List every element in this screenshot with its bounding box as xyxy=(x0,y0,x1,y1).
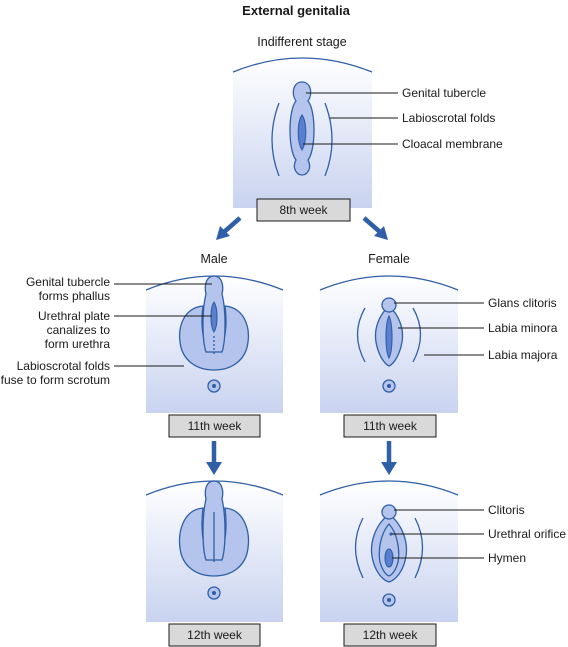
label-male-tubercle-line2: forms phallus xyxy=(39,289,110,303)
label-male-folds-line1: Labioscrotal folds xyxy=(17,359,110,373)
female-12-clitoris xyxy=(381,504,397,520)
week-box-male-11th xyxy=(168,414,261,438)
week-label-male-11th: 11th week xyxy=(188,419,243,433)
week-label-8th: 8th week xyxy=(279,203,328,217)
label-male-tubercle-line1: Genital tubercle xyxy=(26,275,110,289)
label-labia-minora: Labia minora xyxy=(488,321,558,335)
male-12th-week-panel: 12th week xyxy=(145,480,284,647)
week-box-female-11th xyxy=(343,414,437,438)
indifferent-stage-panel: Indifferent stage Genital tubercle Labio… xyxy=(232,35,503,222)
male-title: Male xyxy=(200,252,227,266)
label-male-plate-line3: form urethra xyxy=(45,337,111,351)
female-11-glans-clitoris xyxy=(381,297,397,313)
week-box-male-12th xyxy=(168,623,261,647)
diagram-title: External genitalia xyxy=(242,3,350,18)
label-hymen: Hymen xyxy=(488,551,526,565)
male-11-urethral-plate xyxy=(210,301,218,333)
female-title: Female xyxy=(368,252,410,266)
label-cloacal-membrane: Cloacal membrane xyxy=(402,137,503,151)
female-12-labia-majora-left xyxy=(354,517,364,579)
label-labioscrotal-folds: Labioscrotal folds xyxy=(402,111,495,125)
week-box-8th xyxy=(256,198,351,222)
male-11th-week-panel: Male Genital tubercle forms phallus Uret… xyxy=(1,252,284,438)
label-urethral-orifice: Urethral orifice xyxy=(488,527,566,541)
female-12-urethral-orifice xyxy=(389,532,393,536)
week-box-female-12th xyxy=(343,623,437,647)
label-male-folds-line2: fuse to form scrotum xyxy=(1,373,110,387)
arrow-to-female xyxy=(362,216,388,240)
label-clitoris: Clitoris xyxy=(488,503,525,517)
arrow-female-down xyxy=(381,441,397,475)
indifferent-stage-title: Indifferent stage xyxy=(257,35,346,49)
label-male-plate-line1: Urethral plate xyxy=(38,309,110,323)
arrow-male-down xyxy=(206,441,222,475)
female-12-hymen xyxy=(384,548,394,568)
label-labia-majora: Labia majora xyxy=(488,348,558,362)
indifferent-cloacal-membrane xyxy=(297,114,307,152)
label-glans-clitoris: Glans clitoris xyxy=(488,296,557,310)
arrow-to-male xyxy=(216,216,242,240)
female-11-labia-majora-left xyxy=(356,307,366,363)
female-12th-week-panel: Clitoris Urethral orifice Hymen 12th wee… xyxy=(319,480,566,647)
week-label-female-12th: 12th week xyxy=(363,628,419,642)
female-12-labia-majora-right xyxy=(414,517,424,579)
female-11th-week-panel: Female Glans clitoris Labia minora Labia… xyxy=(319,252,558,438)
week-label-female-11th: 11th week xyxy=(363,419,418,433)
indifferent-labioscrotal-fold-right xyxy=(324,102,333,177)
female-11-labia-majora-right xyxy=(412,307,422,363)
week-label-male-12th: 12th week xyxy=(187,628,243,642)
indifferent-labioscrotal-fold-left xyxy=(271,102,280,177)
label-male-plate-line2: canalizes to xyxy=(47,323,111,337)
label-genital-tubercle: Genital tubercle xyxy=(402,86,486,100)
